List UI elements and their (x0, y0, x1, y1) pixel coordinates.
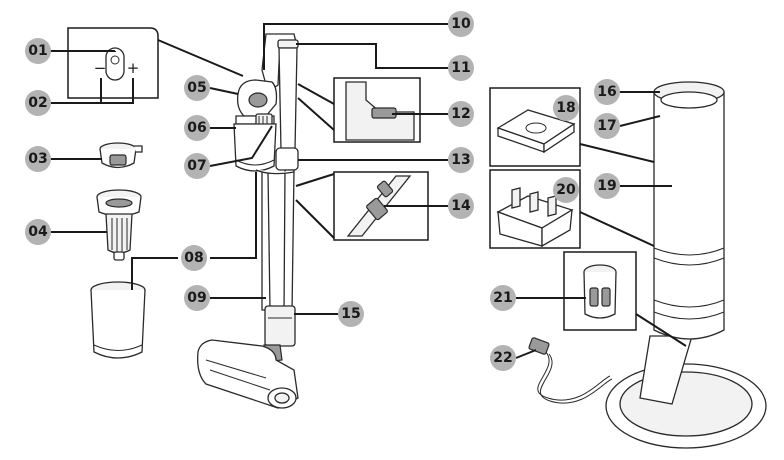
callout-04: 04 (25, 219, 51, 245)
callout-01: 01 (25, 38, 51, 64)
callout-08: 08 (181, 245, 207, 271)
minus-symbol: − (94, 59, 107, 77)
callout-20: 20 (553, 177, 579, 203)
callout-07: 07 (184, 153, 210, 179)
stick-vacuum (197, 33, 299, 409)
extension-pipe (283, 169, 295, 313)
detail-21 (563, 251, 687, 347)
plus-symbol: + (127, 59, 140, 77)
power-cord (528, 337, 613, 404)
bin-cover (99, 142, 143, 169)
svg-text:02: 02 (28, 95, 47, 111)
svg-text:17: 17 (597, 118, 616, 134)
callout-13: 13 (448, 147, 474, 173)
svg-text:04: 04 (28, 224, 48, 240)
power-indicator-icon (110, 55, 120, 65)
callout-15: 15 (338, 301, 364, 327)
svg-text:14: 14 (451, 198, 471, 214)
pipe-joint (275, 147, 299, 171)
svg-text:21: 21 (493, 290, 512, 306)
clean-station (605, 81, 767, 449)
svg-text:05: 05 (187, 80, 206, 96)
callout-14: 14 (448, 193, 474, 219)
svg-text:06: 06 (187, 120, 206, 136)
callout-03: 03 (25, 146, 51, 172)
callout-05: 05 (184, 75, 210, 101)
callout-09: 09 (184, 285, 210, 311)
svg-text:20: 20 (556, 182, 576, 198)
leader-lines (48, 23, 672, 359)
callout-22: 22 (490, 345, 516, 371)
svg-text:11: 11 (451, 60, 470, 76)
detail-14 (295, 171, 429, 241)
cord-wire (537, 351, 611, 401)
callout-12: 12 (448, 101, 474, 127)
station-tower (653, 91, 725, 340)
callout-02: 02 (25, 90, 51, 116)
control-panel-detail: − + (67, 27, 244, 99)
svg-text:22: 22 (493, 350, 512, 366)
svg-text:07: 07 (187, 158, 206, 174)
svg-text:08: 08 (184, 250, 203, 266)
pipe-release (264, 305, 296, 347)
callout-10: 10 (448, 11, 474, 37)
callout-badges: 01 02 03 04 05 06 07 08 09 10 11 12 13 1… (25, 11, 620, 371)
control-panel-pointer-line (157, 39, 244, 77)
callout-19: 19 (594, 173, 620, 199)
callout-06: 06 (184, 115, 210, 141)
dust-bin-parts (90, 142, 146, 359)
pipe-top (278, 47, 298, 151)
callout-17: 17 (594, 113, 620, 139)
svg-text:10: 10 (451, 16, 471, 32)
callout-11: 11 (448, 55, 474, 81)
svg-text:12: 12 (451, 106, 470, 122)
cyclone-filter (96, 189, 142, 261)
svg-text:19: 19 (597, 178, 616, 194)
detail-12 (297, 77, 421, 143)
svg-text:16: 16 (597, 84, 616, 100)
svg-text:03: 03 (28, 151, 47, 167)
callout-21: 21 (490, 285, 516, 311)
dust-bin (90, 281, 146, 359)
svg-text:13: 13 (451, 152, 470, 168)
callout-18: 18 (553, 95, 579, 121)
svg-text:15: 15 (341, 306, 360, 322)
callout-16: 16 (594, 79, 620, 105)
svg-text:01: 01 (28, 43, 47, 59)
svg-text:09: 09 (187, 290, 206, 306)
svg-text:18: 18 (556, 100, 575, 116)
